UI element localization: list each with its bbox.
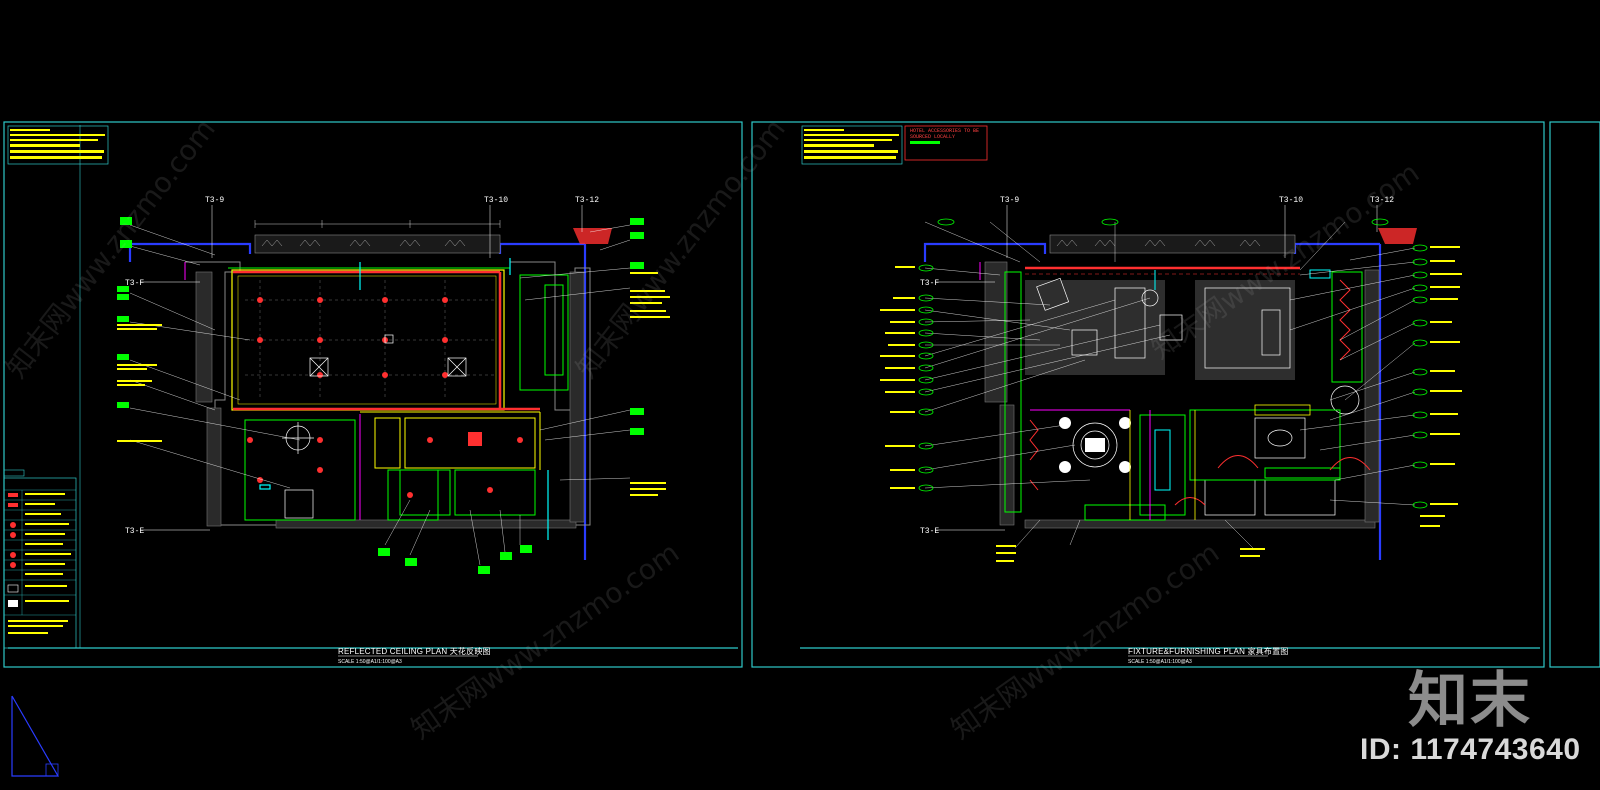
- grid-marker-right-t3-12: T3-12: [1370, 196, 1394, 205]
- hotel-accessories-note: HOTEL ACCESSORIES TO BE SOURCED LOCALLY: [910, 128, 980, 140]
- svg-text:知末网www.znzmo.com: 知末网www.znzmo.com: [945, 536, 1225, 746]
- grid-marker-right-t3-9: T3-9: [1000, 196, 1019, 205]
- right-title-block: [801, 125, 988, 165]
- sheet-scale-furnishing-plan: SCALE 1:50@A1/1:100@A3: [1128, 659, 1192, 665]
- grid-marker-right-t3-e: T3-E: [920, 527, 939, 536]
- grid-marker-right-t3-10: T3-10: [1279, 196, 1303, 205]
- sheet-frames: [3, 121, 1600, 668]
- grid-marker-left-t3-10: T3-10: [484, 196, 508, 205]
- svg-text:知末网www.znzmo.com: 知末网www.znzmo.com: [570, 113, 792, 385]
- left-tags: [117, 217, 644, 574]
- lighting-legend: [3, 469, 77, 649]
- left-leaders: [129, 224, 631, 566]
- right-tag-text: [880, 246, 1462, 562]
- grid-marker-left-t3-9: T3-9: [205, 196, 224, 205]
- sheet-title-furnishing-plan: FIXTURE&FURNISHING PLAN 家具布置图: [1128, 647, 1289, 656]
- svg-text:知末网www.znzmo.com: 知末网www.znzmo.com: [405, 536, 685, 746]
- furnishing-plan: [923, 205, 1417, 560]
- right-leaders: [924, 221, 1416, 551]
- grid-marker-left-t3-f: T3-F: [125, 279, 144, 288]
- svg-text:知末网www.znzmo.com: 知末网www.znzmo.com: [0, 113, 222, 385]
- sheet-scale-ceiling-plan: SCALE 1:50@A1/1:100@A3: [338, 659, 402, 665]
- ceiling-plan: [128, 205, 612, 560]
- ucs-icon: [11, 695, 60, 777]
- watermark-id: ID: 1174743640: [1360, 733, 1581, 766]
- left-title-block: [7, 125, 109, 165]
- sheet-title-ceiling-plan: REFLECTED CEILING PLAN 天花反映图: [338, 647, 491, 656]
- grid-marker-left-t3-12: T3-12: [575, 196, 599, 205]
- grid-marker-right-t3-f: T3-F: [920, 279, 939, 288]
- watermark-brand: 知末: [1408, 666, 1532, 736]
- grid-marker-left-t3-e: T3-E: [125, 527, 144, 536]
- right-tags: [918, 218, 1428, 509]
- left-tag-text: [117, 272, 670, 496]
